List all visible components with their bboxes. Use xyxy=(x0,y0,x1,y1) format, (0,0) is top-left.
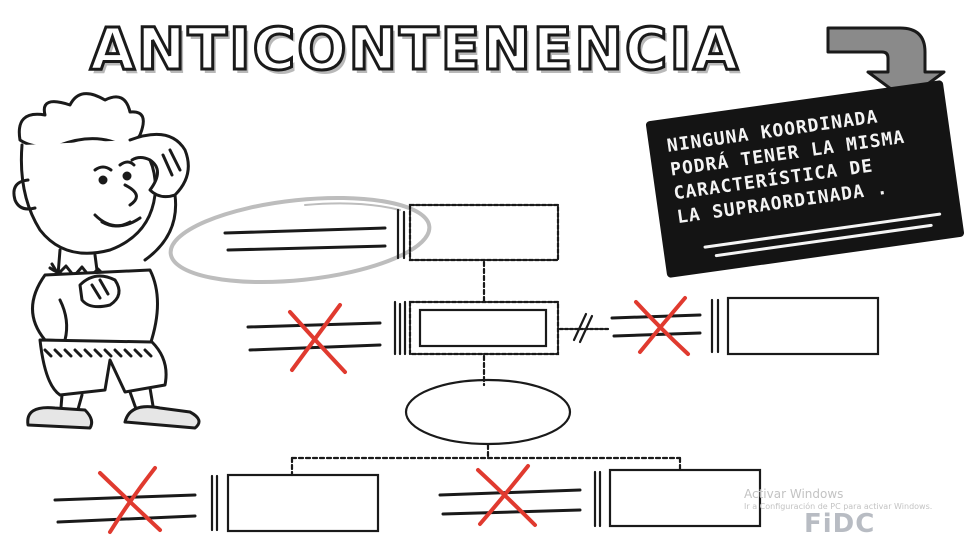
label-line xyxy=(58,516,195,522)
watermark-title: Activar Windows xyxy=(744,487,932,501)
fidc-logo: FiDC xyxy=(804,509,932,539)
selected-box-inner xyxy=(420,310,546,346)
subordinate-box xyxy=(610,470,760,526)
highlight-ellipse xyxy=(167,187,434,294)
coordinate-box xyxy=(728,298,878,354)
label-line xyxy=(55,495,195,500)
concept-ellipse xyxy=(406,380,570,444)
subordinate-box xyxy=(228,475,378,531)
label-line xyxy=(248,323,380,327)
activation-watermark: Activar Windows Ir a Configuración de PC… xyxy=(744,487,932,539)
label-line xyxy=(250,345,380,350)
superordinate-box xyxy=(410,205,558,260)
label-line xyxy=(440,490,580,495)
label-line xyxy=(443,510,580,514)
label-line xyxy=(228,246,385,250)
label-line xyxy=(612,315,700,318)
label-line xyxy=(614,333,700,336)
slide-title: ANTICONTENENCIA xyxy=(30,8,800,90)
label-line xyxy=(225,228,385,233)
rule-note-card: NINGUNA KOORDINADA PODRÁ TENER LA MISMA … xyxy=(645,80,964,278)
selected-box-outer xyxy=(410,302,558,354)
